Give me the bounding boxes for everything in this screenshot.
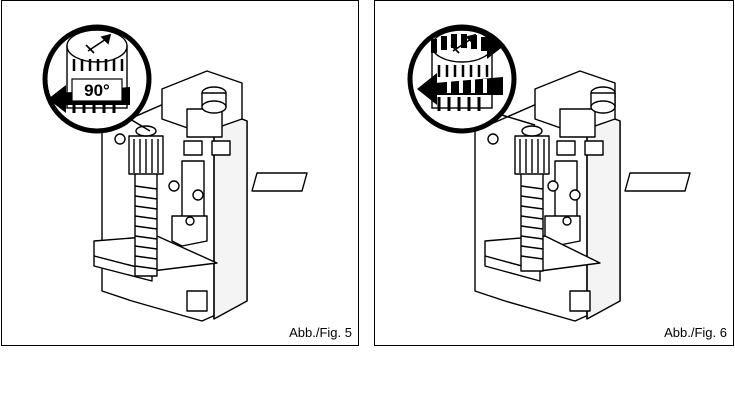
mounting-diagram-fig5: 90° xyxy=(42,24,308,322)
shelf-plate xyxy=(624,172,691,192)
figure-5-caption: Abb./Fig. 5 xyxy=(289,325,352,340)
detail-callout: 90° xyxy=(42,24,152,134)
rotation-arrow-icon: 90° xyxy=(48,78,130,113)
screwdriver-icon xyxy=(85,33,112,54)
detail-callout xyxy=(407,24,536,134)
rotation-arrow-icon xyxy=(417,31,505,105)
figure-5-panel: 90° Abb./Fig. 5 xyxy=(1,0,359,346)
threaded-rod xyxy=(128,125,164,277)
rotation-angle-label: 90° xyxy=(84,81,110,100)
shelf-plate xyxy=(251,172,308,192)
figure-6-panel: Abb./Fig. 6 xyxy=(374,0,734,346)
mounting-diagram-fig6 xyxy=(407,24,691,322)
figure-6-caption: Abb./Fig. 6 xyxy=(664,325,727,340)
threaded-rod xyxy=(514,125,550,272)
